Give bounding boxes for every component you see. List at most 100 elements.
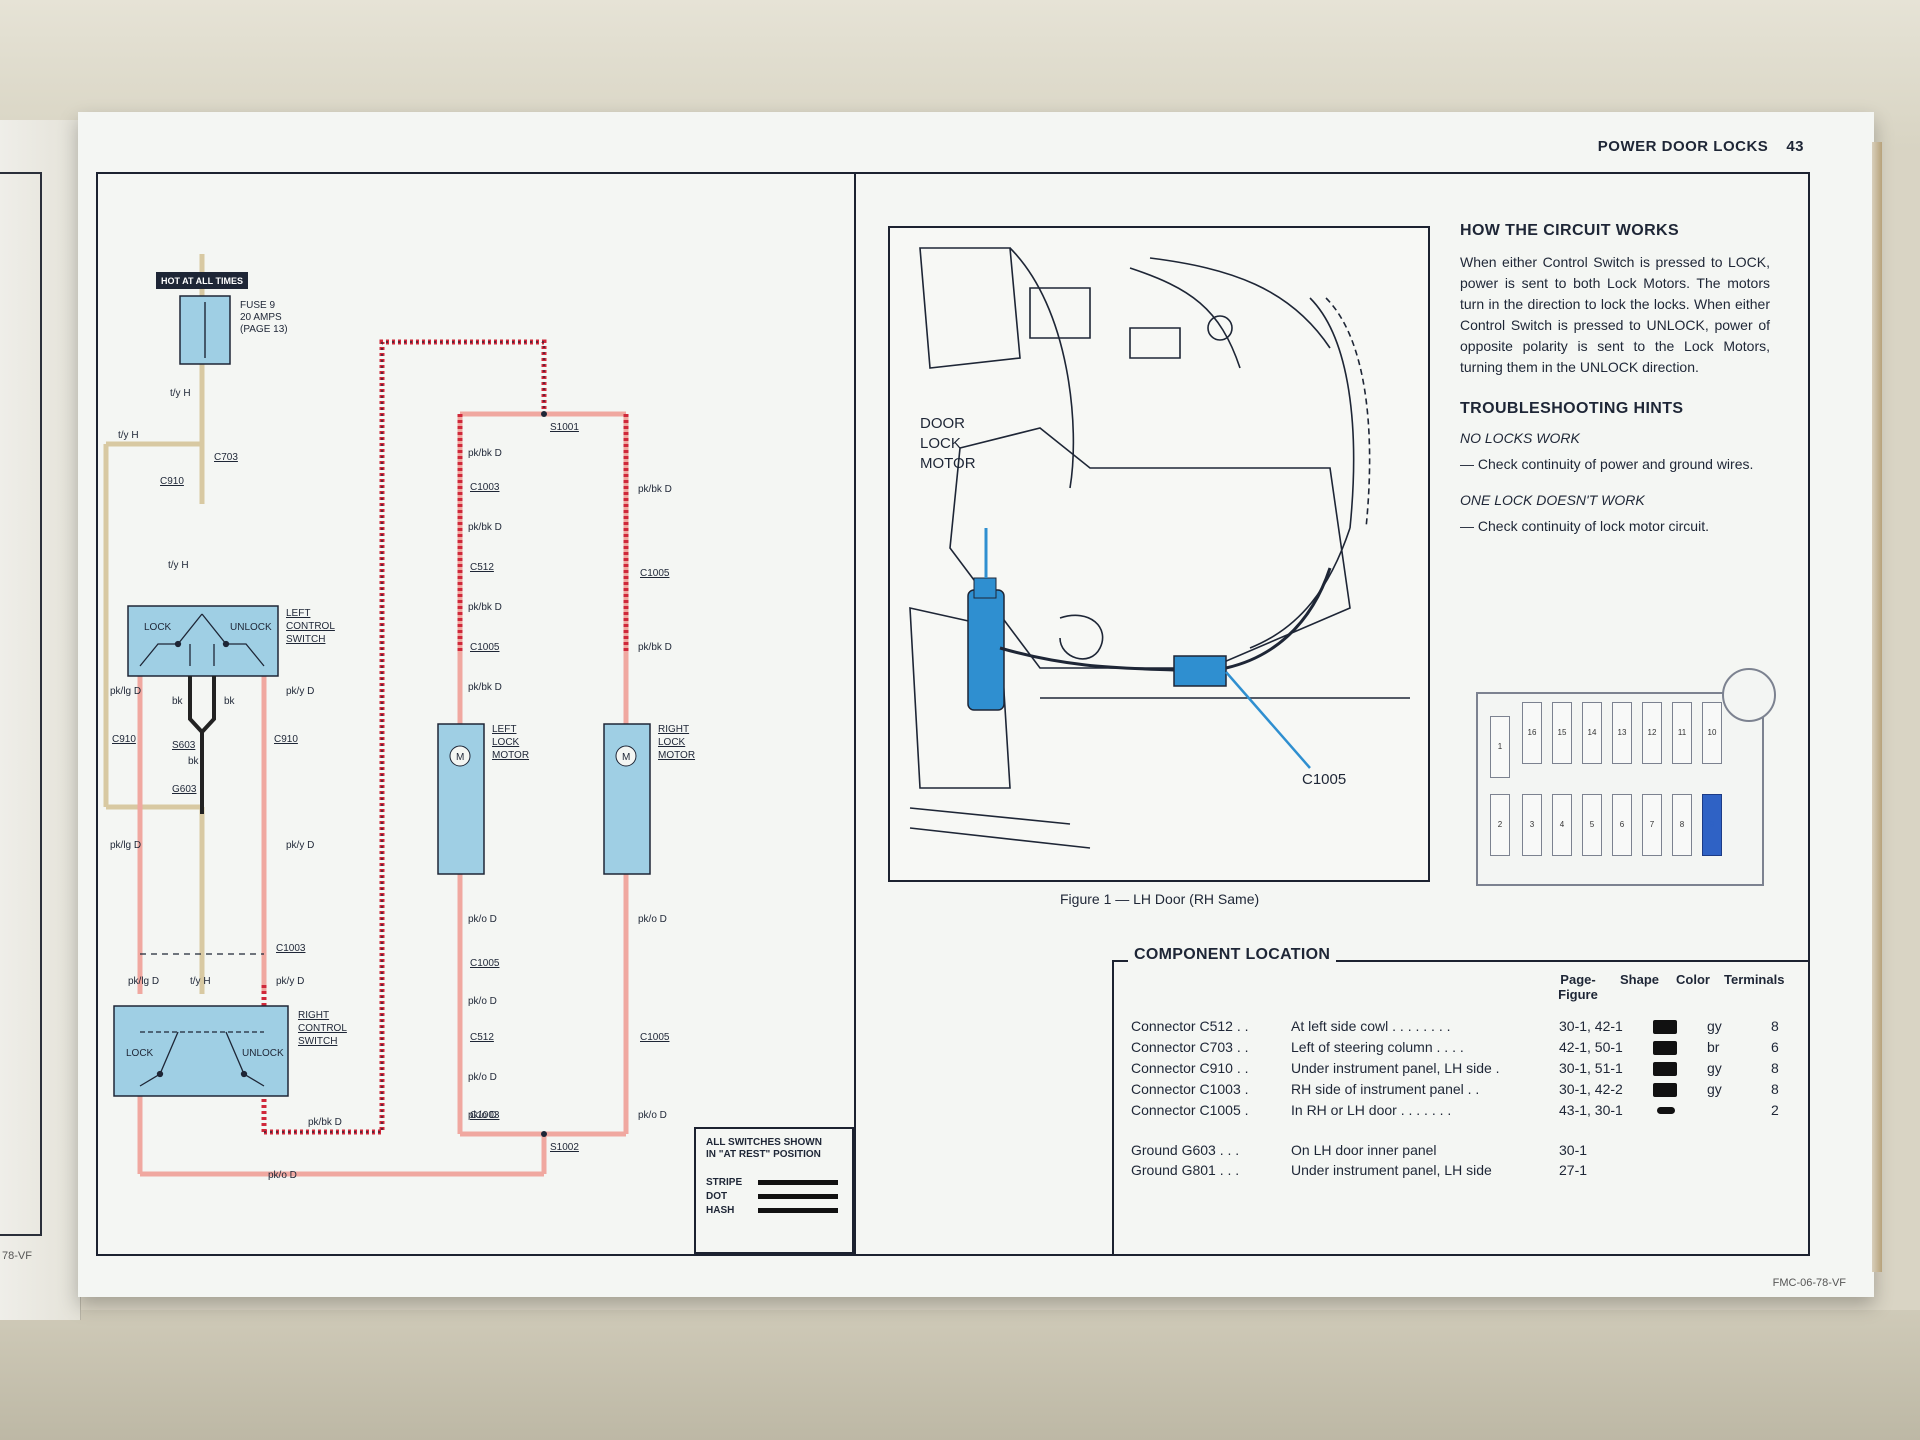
hint1-title: NO LOCKS WORK [1460, 430, 1580, 446]
table-row: Connector C512 . . At left side cowl . .… [1131, 1018, 1779, 1034]
wire-label: pk/o D [468, 996, 497, 1007]
door-label-1: DOOR [920, 415, 965, 432]
wire-label: pk/o D [468, 914, 497, 925]
motor-name: MOTOR [492, 750, 529, 761]
c1005-connector-graphic [1173, 655, 1227, 687]
wire-label: pk/y D [286, 686, 314, 697]
connector-label: C1005 [470, 642, 500, 653]
right-control-switch [113, 1005, 289, 1097]
fuse-label: FUSE 9 [240, 300, 275, 311]
connector-shape-icon [1653, 1041, 1677, 1055]
wire-label: pk/y D [286, 840, 314, 851]
wire-label: pk/y D [276, 976, 304, 987]
motor-symbol-label: M [622, 752, 630, 763]
switch-name: CONTROL [298, 1023, 347, 1034]
splice-label: S1002 [550, 1142, 579, 1153]
wire-label: pk/bk D [638, 484, 672, 495]
hint2-text: — Check continuity of lock motor circuit… [1460, 518, 1709, 534]
page-edge [1872, 142, 1882, 1272]
door-label-3: MOTOR [920, 455, 976, 472]
connector-label: C1005 [640, 568, 670, 579]
connector-label: C910 [160, 476, 184, 487]
component-location-frame [1112, 960, 1808, 1254]
connector-shape-icon [1657, 1107, 1675, 1114]
fuse-page: (PAGE 13) [240, 324, 288, 335]
header-shape: Shape [1620, 972, 1660, 987]
connector-label: C1003 [276, 943, 306, 954]
door-illustration: DOOR LOCK MOTOR C1005 [909, 247, 1410, 849]
switch-name: SWITCH [286, 634, 325, 645]
fuse-slot: 14 [1582, 702, 1602, 764]
legend-dot: DOT [706, 1191, 728, 1202]
wire-label: pk/lg D [128, 976, 159, 987]
wiring-schematic: HOT AT ALL TIMES FUSE 9 20 AMPS (PAGE 13… [103, 254, 695, 1181]
legend-stripe-bar [758, 1180, 838, 1185]
troubleshooting-title: TROUBLESHOOTING HINTS [1460, 400, 1684, 417]
switch-lock-label: LOCK [144, 622, 172, 633]
ground-label: G603 [172, 784, 197, 795]
connector-label: C910 [112, 734, 136, 745]
wire-label: pk/o D [638, 1110, 667, 1121]
fuse-slot: 4 [1552, 794, 1572, 856]
table-row: Connector C1003 . RH side of instrument … [1131, 1081, 1779, 1097]
wire-label: pk/bk D [308, 1117, 342, 1128]
hint2-title: ONE LOCK DOESN'T WORK [1460, 492, 1645, 508]
motor-symbol-label: M [456, 752, 464, 763]
wire-label: pk/bk D [468, 522, 502, 533]
table-row: Connector C703 . . Left of steering colu… [1131, 1039, 1779, 1055]
fuse-amps: 20 AMPS [240, 312, 282, 323]
motor-name: LOCK [492, 737, 520, 748]
hint1-text: — Check continuity of power and ground w… [1460, 456, 1754, 472]
connector-callout: C1005 [1302, 771, 1346, 788]
fuse-slot: 1 [1490, 716, 1510, 778]
legend-stripe: STRIPE [706, 1177, 743, 1188]
connector-label: C512 [470, 1032, 494, 1043]
splice-label: S603 [172, 740, 196, 751]
connector-label: C1003 [470, 482, 500, 493]
door-figure: DOOR LOCK MOTOR C1005 [888, 226, 1430, 882]
wire-label: t/y H [170, 388, 191, 399]
switch-unlock-label: UNLOCK [242, 1048, 284, 1059]
wire-label: pk/o D [468, 1110, 497, 1121]
wire-label: pk/o D [638, 914, 667, 925]
switch-name: RIGHT [298, 1010, 329, 1021]
legend-title: ALL SWITCHES SHOWN IN "AT REST" POSITION [706, 1137, 822, 1160]
component-location-title: COMPONENT LOCATION [1128, 946, 1337, 964]
fuse-slot: 10 [1702, 702, 1722, 764]
frame-divider [854, 172, 856, 1254]
wire-label: t/y H [190, 976, 211, 987]
left-lock-motor [437, 723, 485, 875]
left-page-frame [0, 172, 42, 1236]
motor-name: MOTOR [658, 750, 695, 761]
wire-label: pk/bk D [468, 448, 502, 459]
left-control-switch [127, 605, 279, 677]
footer-code: FMC-06-78-VF [1772, 1277, 1846, 1289]
wire-label: pk/lg D [110, 686, 141, 697]
page-frame [96, 172, 1810, 1256]
ground-row: Ground G801 . . . Under instrument panel… [1131, 1162, 1588, 1178]
wire-label: t/y H [168, 560, 189, 571]
fuse-slot: 12 [1642, 702, 1662, 764]
connector-label: C703 [214, 452, 238, 463]
wire-label: pk/bk D [638, 642, 672, 653]
hot-label-box [156, 272, 248, 289]
connector-label: C1005 [640, 1032, 670, 1043]
motor-name: LEFT [492, 724, 516, 735]
fuse-block-circle [1722, 668, 1776, 722]
left-page-code: 78-VF [2, 1250, 32, 1262]
wire-label: pk/o D [268, 1170, 297, 1181]
switch-unlock-label: UNLOCK [230, 622, 272, 633]
connector-label: C910 [274, 734, 298, 745]
switch-lock-label: LOCK [126, 1048, 154, 1059]
fuse-slot: 15 [1552, 702, 1572, 764]
splice-label: S1001 [550, 422, 579, 433]
hot-label: HOT AT ALL TIMES [161, 276, 243, 286]
connector-label: C1005 [470, 958, 500, 969]
header-color: Color [1676, 972, 1710, 987]
switch-legend: ALL SWITCHES SHOWN IN "AT REST" POSITION… [694, 1127, 854, 1254]
fuse-block-diagram: 1 16 15 14 13 12 11 10 2 3 4 5 6 7 8 9 [1476, 668, 1776, 886]
fuse-slot: 16 [1522, 702, 1542, 764]
page-title: POWER DOOR LOCKS [1597, 138, 1769, 155]
